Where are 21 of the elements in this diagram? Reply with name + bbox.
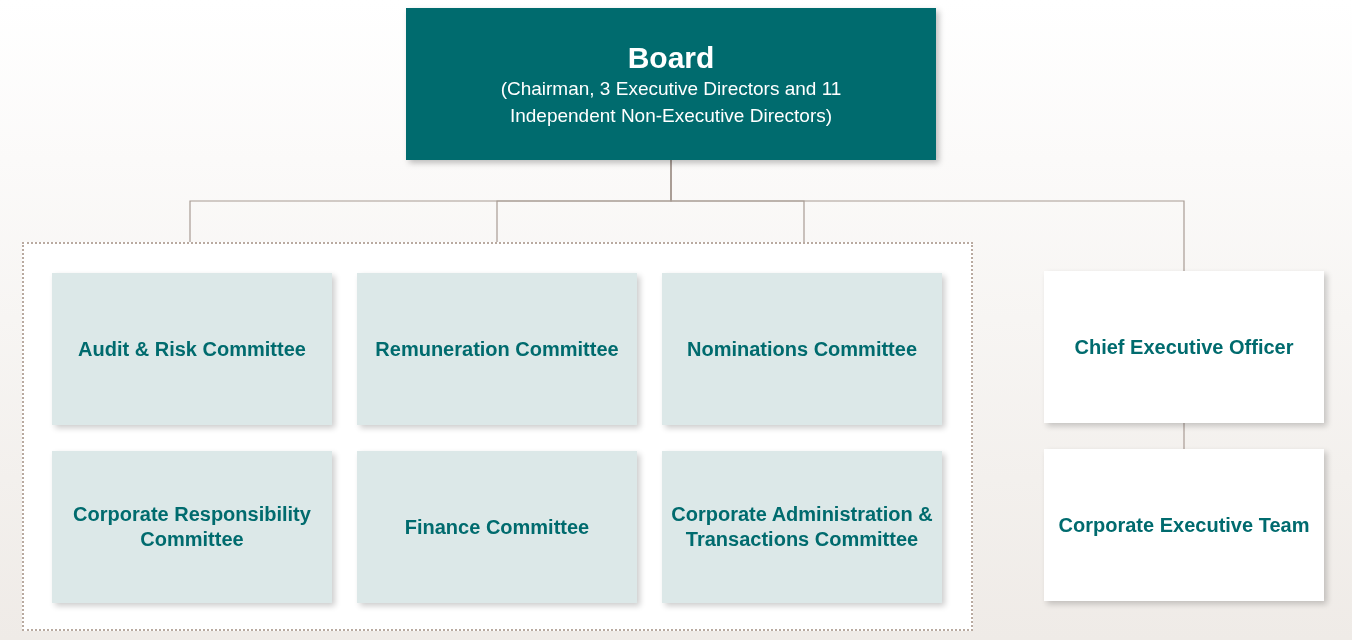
role-box	[1044, 449, 1324, 601]
committee-box	[662, 273, 942, 425]
node-label: Corporate Executive Team	[1058, 512, 1310, 538]
node-label: Chief Executive Officer	[1074, 334, 1294, 360]
node-label: Corporate Administration & Transactions Committee	[670, 502, 934, 552]
committee-box	[357, 451, 637, 603]
node-label: Finance Committee	[404, 514, 590, 540]
committee-box	[52, 273, 332, 425]
board-composition: (Chairman, 3 Executive Directors and 11 Independent Non-Executive Directors)	[499, 77, 843, 128]
committee-box	[357, 273, 637, 425]
committee-box	[52, 451, 332, 603]
node-label: Nominations Committee	[687, 336, 917, 362]
committee-box	[662, 451, 942, 603]
node-label: Remuneration Committee	[375, 336, 619, 362]
role-box	[1044, 271, 1324, 423]
board-box	[406, 8, 936, 160]
board-title: Board	[627, 39, 715, 76]
committee-group-box	[22, 242, 973, 631]
connector-line	[1183, 422, 1185, 450]
node-label: Corporate Responsibility Committee	[72, 502, 312, 552]
node-label: Audit & Risk Committee	[78, 336, 306, 362]
